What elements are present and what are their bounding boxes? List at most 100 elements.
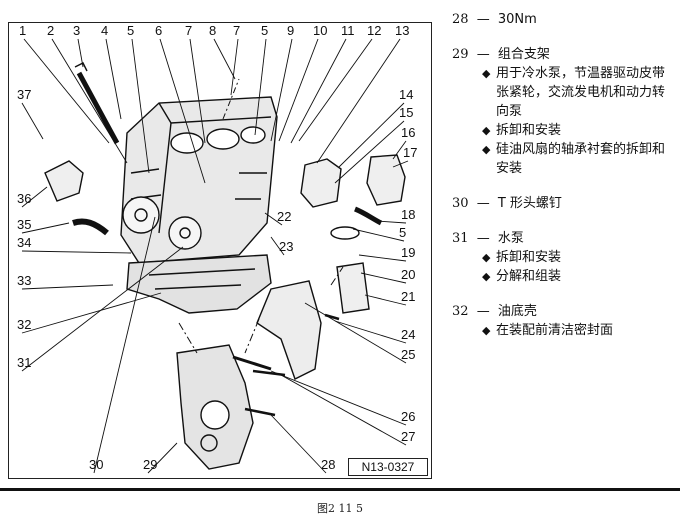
leader-line-7a [189,38,206,144]
dash-separator: — [476,231,490,246]
pulley [122,196,160,234]
part-title: 油底壳 [497,304,537,319]
callout-33: 33 [17,273,31,288]
leader-line-26 [270,370,407,426]
leader-line-18 [376,220,407,224]
legend-entry-32: 32 — 油底壳◆在装配前清洁密封面 [452,302,677,340]
bolt-24 [324,313,340,321]
callout-32: 32 [17,317,31,332]
leader-line-37 [21,102,44,140]
callout-10: 10 [313,23,327,38]
part-title: 水泵 [497,231,524,246]
leader-line-28 [270,414,327,474]
legend-subitem: ◆拆卸和安装 [452,248,677,267]
leader-line-2 [51,38,128,164]
leader-line-23 [270,236,285,256]
callout-26: 26 [401,409,415,424]
part-number: 28 [452,12,469,27]
callout-37: 37 [17,87,31,102]
leader-line-12 [298,38,373,142]
leader-line-33 [21,284,114,290]
tie-rod [76,71,120,145]
leader-line-35 [21,222,70,234]
part-title: 组合支架 [497,47,550,62]
callout-19: 19 [401,245,415,260]
diamond-bullet-icon: ◆ [482,67,491,80]
leader-line-5a [131,38,150,174]
callout-21: 21 [401,289,415,304]
leader-line-36 [21,186,48,208]
page-rule [0,488,680,491]
bolt-26 [232,355,272,371]
water-pump [168,216,202,250]
diamond-bullet-icon: ◆ [482,124,491,137]
callout-31: 31 [17,355,31,370]
housing-right [300,158,342,208]
callout-13: 13 [395,23,409,38]
subitem-text: 分解和组装 [496,269,562,284]
callout-29: 29 [143,457,157,472]
callout-34: 34 [17,235,31,250]
callout-6: 6 [155,23,162,38]
callout-16: 16 [401,125,415,140]
legend-subitem: ◆ 分解和组装 [452,267,677,286]
bracket-left [44,160,84,202]
part-title: T 形头螺钉 [497,196,562,211]
callout-15: 15 [399,105,413,120]
callout-36: 36 [17,191,31,206]
legend-entry-head: 28 — 30Nm [452,10,677,29]
callout-12: 12 [367,23,381,38]
callout-18: 18 [401,207,415,222]
callout-23: 23 [279,239,293,254]
diamond-bullet-icon: ◆ [482,270,491,283]
subitem-text: 在装配前清洁密封面 [496,323,614,338]
legend-subitem: ◆ 拆卸和安装 [452,121,677,140]
legend-entry-30: 30 — T 形头螺钉 [452,194,677,213]
legend-entry-head: 32 — 油底壳 [452,302,677,321]
leader-line-15 [334,120,405,184]
legend-entry-head: 30 — T 形头螺钉 [452,194,677,213]
callout-4: 4 [101,23,108,38]
oil-pan [126,254,272,314]
legend-subitem: ◆ 用于冷水泵，节温器驱动皮带张紧轮，交流发电机和动力转向泵 [452,64,677,121]
subitem-text: 拆卸和安装 [496,123,562,138]
callout-17: 17 [403,145,417,160]
bolt-28 [244,407,276,417]
leader-line-8 [213,38,236,80]
dash-separator: — [476,12,490,27]
housing-16 [366,154,406,206]
leader-line-14 [338,102,405,168]
callout-22: 22 [277,209,291,224]
oil-filter [336,262,370,314]
callout-7a: 7 [185,23,192,38]
part-number: 29 [452,47,469,62]
leader-line-34 [21,250,132,254]
legend-entry-head: 31 — 水泵 [452,229,677,248]
callout-20: 20 [401,267,415,282]
leader-line-24 [334,320,407,344]
leader-line-4 [105,38,122,120]
leader-line-32 [21,292,162,334]
callout-9: 9 [287,23,294,38]
subitem-text: 硅油风扇的轴承衬套的拆卸和安装 [496,142,666,176]
legend-entry-28: 28 — 30Nm [452,10,677,29]
callout-2: 2 [47,23,54,38]
part-number: 31 [452,231,469,246]
callout-28: 28 [321,457,335,472]
dash-separator: — [476,47,490,62]
legend-entry-29: 29 — 组合支架 ◆ 用于冷水泵，节温器驱动皮带张紧轮，交流发电机和动力转向泵 ◆ 拆… [452,45,677,178]
diamond-bullet-icon: ◆ [482,143,491,156]
leader-line-16 [392,140,407,160]
leader-line-9 [270,38,293,142]
callout-35: 35 [17,217,31,232]
subitem-text: 用于冷水泵，节温器驱动皮带张紧轮，交流发电机和动力转向泵 [496,66,666,119]
part-title: 30Nm [497,12,537,27]
legend-entry-31: 31 — 水泵◆拆卸和安装◆分解和组装 [452,229,677,286]
engine-mount [256,280,322,380]
dash-separator: — [476,304,490,319]
leader-line-11 [290,38,347,144]
callout-3: 3 [73,23,80,38]
figure-code-box: N13-0327 [348,458,428,476]
callout-14: 14 [399,87,413,102]
